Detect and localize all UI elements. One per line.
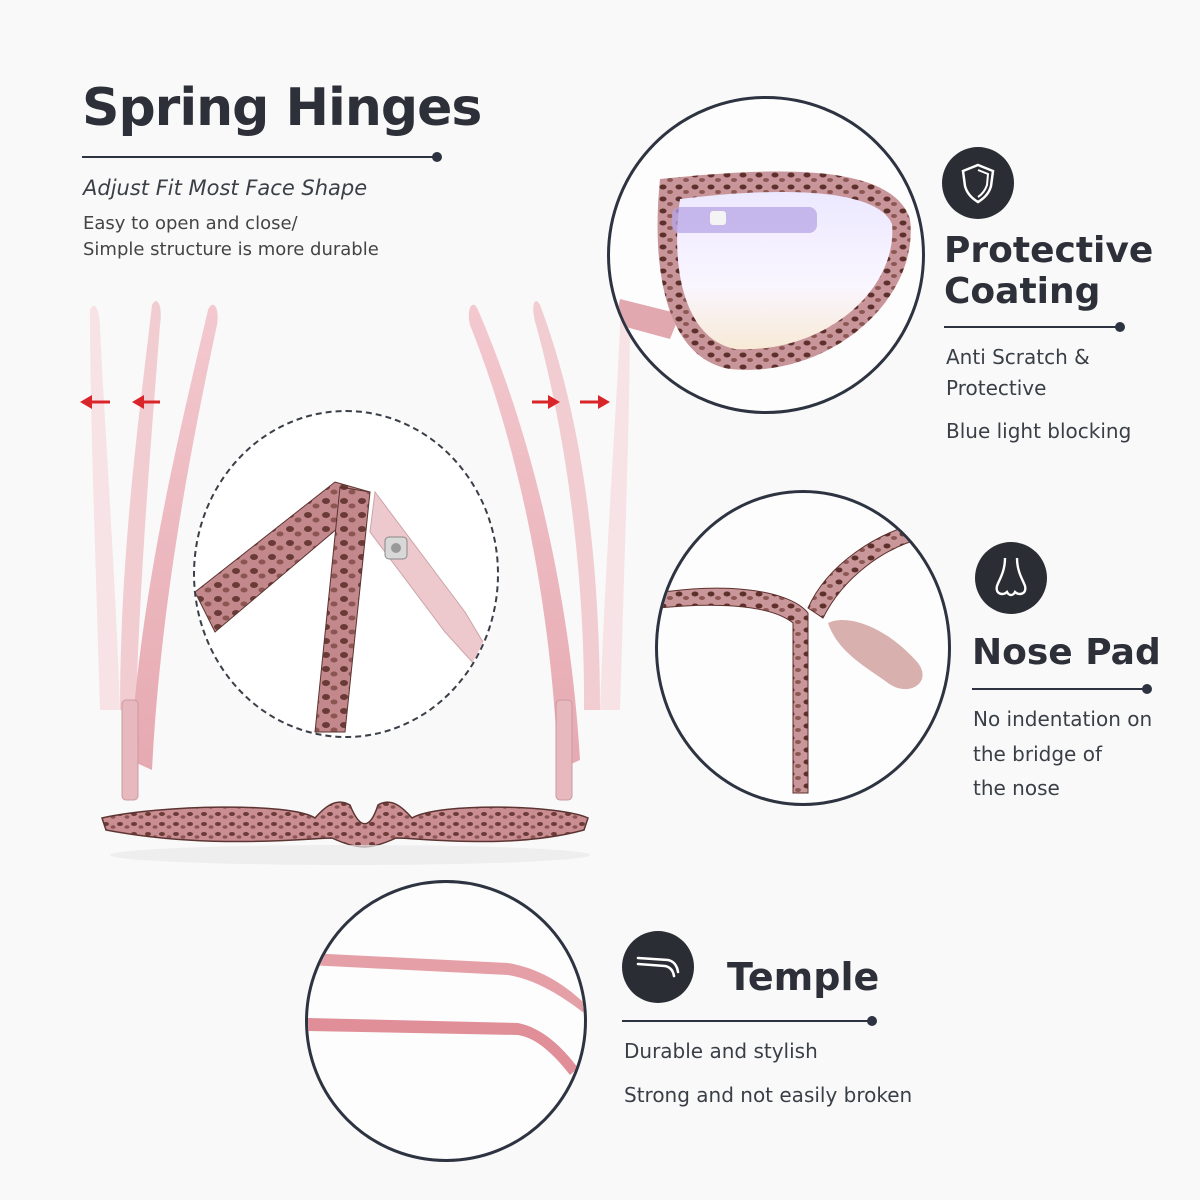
temple-arm-icon xyxy=(622,931,694,1003)
glasses-spring-hinge-illustration xyxy=(80,301,630,865)
temple-line-1: Durable and stylish xyxy=(624,1039,818,1063)
nose-pad-line-2: the bridge of xyxy=(973,742,1102,766)
temple-line-2: Strong and not easily broken xyxy=(624,1083,913,1107)
nose-icon xyxy=(975,542,1047,614)
protective-coating-line-3: Blue light blocking xyxy=(946,419,1132,443)
temple-title: Temple xyxy=(727,955,880,999)
protective-coating-line-2: Protective xyxy=(946,376,1047,400)
protective-coating-divider xyxy=(944,322,1125,332)
spring-hinges-title: Spring Hinges xyxy=(82,78,482,138)
spring-hinges-desc-1: Easy to open and close/ xyxy=(83,213,298,234)
nose-pad-line-1: No indentation on xyxy=(973,707,1153,731)
nose-pad-line-3: the nose xyxy=(973,776,1060,800)
protective-coating-title-2: Coating xyxy=(944,271,1101,312)
spring-hinges-desc-2: Simple structure is more durable xyxy=(83,239,379,260)
temple-divider xyxy=(622,1016,877,1026)
nose-pad-title: Nose Pad xyxy=(972,632,1161,673)
hinge-closeup-circle xyxy=(193,410,499,738)
nose-pad-circle xyxy=(655,490,951,806)
protective-coating-line-1: Anti Scratch & xyxy=(946,345,1090,369)
nose-pad-divider xyxy=(972,684,1152,694)
shield-icon xyxy=(942,147,1014,219)
spring-hinges-divider xyxy=(82,152,442,162)
protective-coating-title-1: Protective xyxy=(944,230,1154,271)
lens-coating-circle xyxy=(607,96,925,414)
temple-circle xyxy=(305,880,587,1162)
spring-hinges-subtitle: Adjust Fit Most Face Shape xyxy=(83,176,368,200)
